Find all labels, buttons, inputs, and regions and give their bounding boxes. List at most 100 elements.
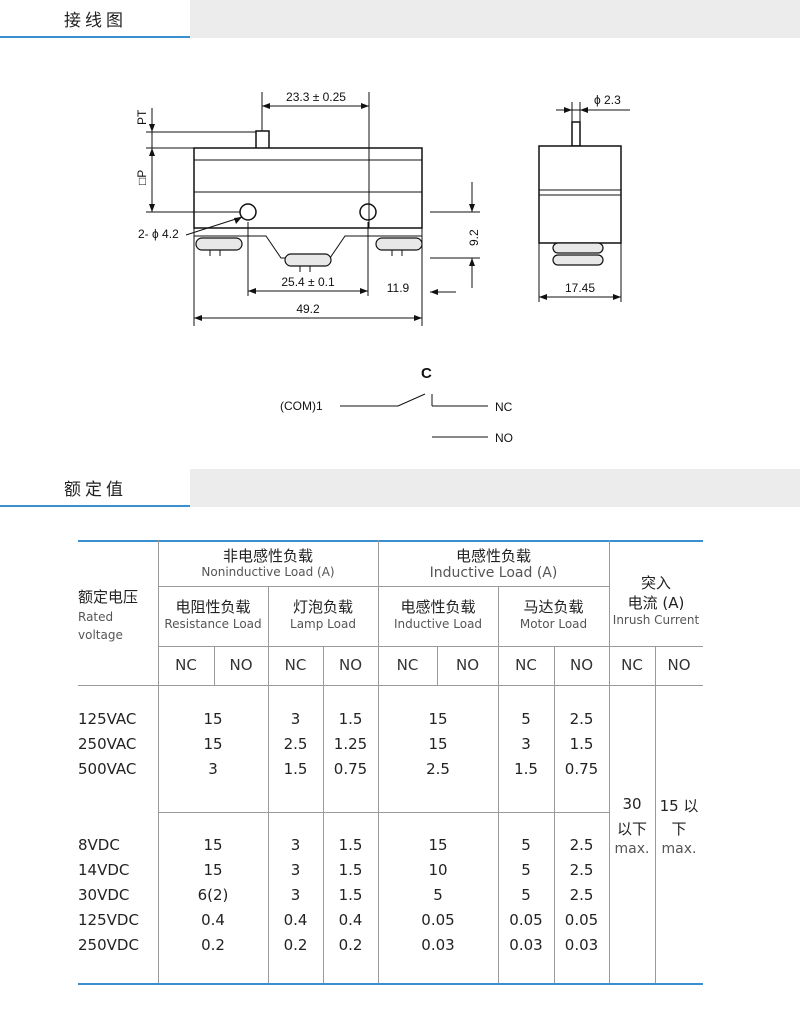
lamp-nc-cell: 3 (290, 710, 301, 728)
motor-nc-cell: 1.5 (514, 760, 538, 778)
lamp-nc-cell: 3 (290, 836, 301, 854)
motor-nc-cell: 5 (521, 836, 531, 854)
inrush-zh2: 电流 (A) (627, 594, 685, 612)
wiring-section-header: 接线图 (0, 0, 800, 38)
rule (323, 646, 324, 983)
res-cell: 6(2) (197, 886, 229, 904)
rule (378, 540, 379, 983)
rule (158, 586, 609, 587)
col-no: NO (229, 656, 253, 674)
res-en: Resistance Load (164, 617, 262, 631)
motor-no-cell: 0.75 (564, 760, 599, 778)
dim-pt: PT (135, 109, 149, 125)
inrush-no-value: 15 以 (659, 797, 699, 815)
motor-zh: 马达负载 (523, 598, 584, 616)
col-nc: NC (621, 656, 643, 674)
col-no: NO (667, 656, 691, 674)
inrush-nc-value: 30 (622, 795, 642, 813)
lamp-nc-cell: 0.4 (283, 911, 308, 929)
motor-nc-cell: 3 (521, 735, 531, 753)
rated-voltage-zh: 额定电压 (78, 588, 139, 606)
rule (78, 685, 703, 686)
motor-nc-cell: 5 (521, 710, 531, 728)
lamp-nc-cell: 3 (290, 886, 301, 904)
lamp-no-cell: 1.25 (333, 735, 368, 753)
inrush-nc-max: max. (614, 841, 650, 857)
dim-11-9: 11.9 (387, 281, 410, 295)
voltage-cell: 250VAC (78, 735, 137, 753)
rule (498, 586, 499, 983)
motor-no-cell: 1.5 (569, 735, 594, 753)
voltage-cell: 8VDC (78, 836, 120, 854)
rating-section-header: 额定值 (0, 469, 800, 507)
motor-no-cell: 2.5 (569, 836, 594, 854)
motor-nc-cell: 0.05 (509, 911, 543, 929)
header-bar (190, 0, 800, 38)
dim-2-3: ϕ 2.3 (594, 93, 621, 107)
voltage-cell: 14VDC (78, 861, 130, 879)
voltage-cell: 30VDC (78, 886, 130, 904)
col-no: NO (338, 656, 363, 674)
col-nc: NC (396, 656, 419, 674)
header-underline (0, 36, 190, 38)
rule (437, 646, 438, 685)
lamp-no-cell: 0.75 (333, 760, 368, 778)
res-zh: 电阻性负载 (175, 598, 251, 616)
col-no: NO (455, 656, 480, 674)
motor-no-cell: 0.05 (564, 911, 599, 929)
dim-17-45: 17.45 (565, 281, 595, 295)
lamp-nc-cell: 3 (290, 861, 301, 879)
front-view: 23.3 ± 0.25 PT □P 2- ϕ 4.2 9.2 25.4 ± 0.… (135, 90, 481, 326)
ind-cell: 5 (433, 886, 443, 904)
side-view: ϕ 2.3 17.45 (538, 93, 630, 302)
rule (158, 646, 703, 647)
rule (609, 540, 610, 983)
res-cell: 0.4 (201, 911, 225, 929)
col-no: NO (569, 656, 594, 674)
rule (158, 812, 609, 813)
rule (554, 646, 555, 983)
motor-en: Motor Load (519, 617, 588, 631)
lamp-no-cell: 1.5 (338, 710, 363, 728)
header-bar (190, 469, 800, 507)
inrush-no-zh: 下 (671, 820, 687, 838)
res-cell: 3 (208, 760, 218, 778)
lamp-no-cell: 0.2 (338, 936, 363, 954)
schematic-no-label: NO (495, 431, 513, 445)
inrush-no-max: max. (661, 841, 697, 857)
lamp-no-cell: 1.5 (338, 886, 363, 904)
ind-zh: 电感性负载 (455, 547, 531, 565)
dimension-drawing: 23.3 ± 0.25 PT □P 2- ϕ 4.2 9.2 25.4 ± 0.… (135, 90, 630, 445)
indl-zh: 电感性负载 (400, 598, 476, 616)
motor-no-cell: 0.03 (564, 936, 599, 954)
motor-nc-cell: 0.03 (509, 936, 543, 954)
schematic-nc-label: NC (495, 400, 513, 414)
dim-9-2: 9.2 (467, 229, 481, 246)
voltage-cell: 125VAC (78, 710, 137, 728)
ind-cell: 15 (428, 710, 448, 728)
ind-cell: 0.05 (421, 911, 455, 929)
voltage-cell: 250VDC (78, 936, 139, 954)
rule (214, 646, 215, 685)
dim-23-3: 23.3 ± 0.25 (286, 90, 346, 104)
rule (655, 646, 656, 983)
lamp-no-cell: 1.5 (338, 861, 363, 879)
inrush-nc-zh: 以下 (616, 820, 647, 838)
dim-25-4: 25.4 ± 0.1 (281, 275, 335, 289)
nonind-en: Noninductive Load (A) (201, 565, 335, 579)
ind-cell: 2.5 (426, 760, 450, 778)
dim-49-2: 49.2 (296, 302, 320, 316)
nonind-zh: 非电感性负载 (222, 547, 313, 565)
section-title-rating: 额定值 (64, 480, 127, 500)
ind-cell: 15 (428, 735, 448, 753)
res-cell: 15 (203, 836, 223, 854)
motor-no-cell: 2.5 (569, 710, 594, 728)
schematic-c-label: C (421, 365, 432, 382)
lamp-zh: 灯泡负载 (292, 598, 353, 616)
lamp-no-cell: 1.5 (338, 836, 363, 854)
motor-nc-cell: 5 (521, 886, 531, 904)
table-bottom-rule (78, 983, 703, 985)
res-cell: 0.2 (201, 936, 225, 954)
col-nc: NC (175, 656, 197, 674)
table-top-rule (78, 540, 703, 542)
